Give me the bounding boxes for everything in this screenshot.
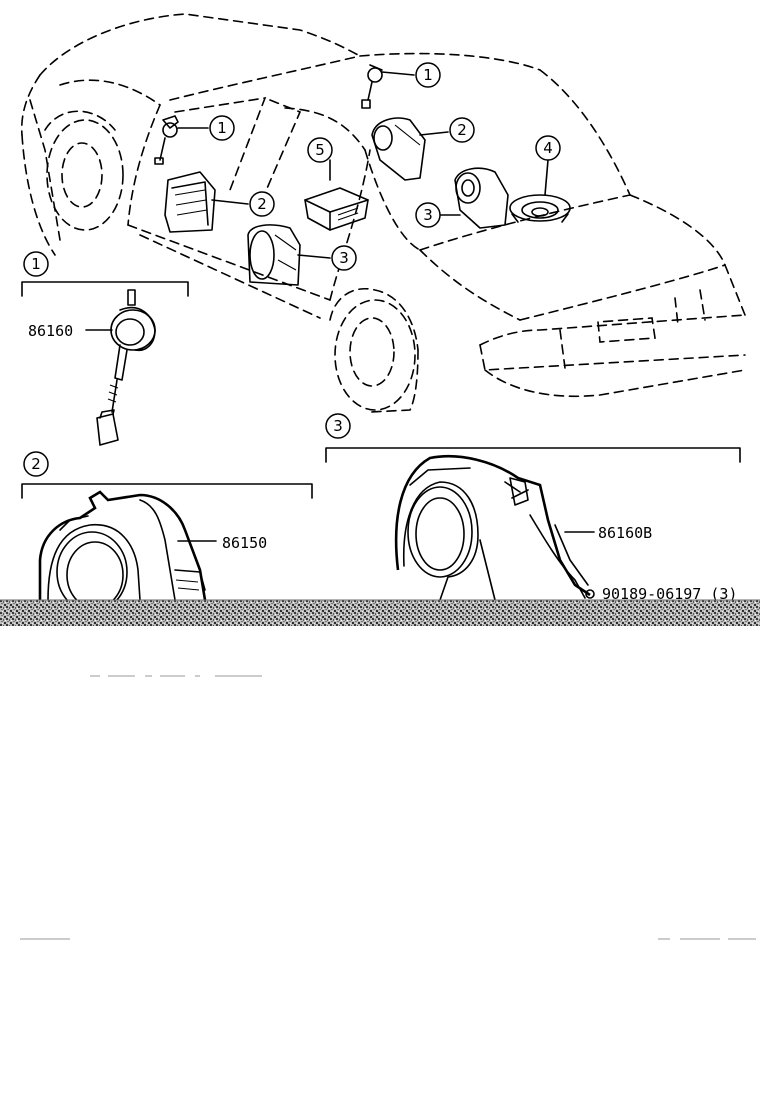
amplifier-sketch [304, 187, 369, 231]
callout-3-front: 3 [331, 245, 357, 271]
rear-pillar-speaker-sketch [371, 117, 426, 181]
detail-3: 3 86160B 90189-06197 (3) [325, 413, 741, 603]
woofer-sketch [509, 194, 571, 223]
scan-artifacts [20, 675, 756, 940]
detail-2: 2 86150 [21, 451, 313, 613]
callout-1-rear: 1 [415, 62, 441, 88]
svg-text:1: 1 [217, 119, 227, 137]
callout-3-rear: 3 [415, 202, 441, 228]
rear-door-speaker-sketch [247, 224, 301, 286]
tweeter-rear-sketch [361, 64, 383, 109]
svg-text:3: 3 [423, 206, 433, 224]
svg-text:86160B: 86160B [598, 524, 652, 542]
svg-text:2: 2 [457, 121, 467, 139]
rear-speaker-detail-sketch [394, 454, 591, 601]
front-speaker-detail-sketch [38, 490, 207, 613]
svg-text:86160: 86160 [28, 322, 73, 340]
callout-5: 5 [307, 137, 333, 163]
svg-text:90189-06197 (3): 90189-06197 (3) [602, 585, 737, 603]
svg-text:86150: 86150 [222, 534, 267, 552]
scan-noise-band [0, 599, 760, 626]
tweeter-front-sketch [154, 115, 179, 165]
svg-text:5: 5 [315, 141, 325, 159]
callout-4: 4 [535, 135, 561, 161]
component-sketches [154, 64, 571, 286]
svg-text:3: 3 [333, 417, 343, 435]
callout-2-rear: 2 [449, 117, 475, 143]
svg-text:1: 1 [423, 66, 433, 84]
callout-leaders [177, 71, 549, 259]
car-outline [20, 13, 746, 413]
rear-deck-speaker-sketch [454, 167, 509, 229]
detail-1: 1 86160 [21, 251, 189, 446]
callout-1-front: 1 [209, 115, 235, 141]
svg-text:2: 2 [31, 455, 41, 473]
svg-text:1: 1 [31, 255, 41, 273]
svg-text:4: 4 [543, 139, 553, 157]
callout-2-front: 2 [249, 191, 275, 217]
svg-text:2: 2 [257, 195, 267, 213]
svg-text:3: 3 [339, 249, 349, 267]
tweeter-detail-sketch [96, 289, 156, 446]
front-door-speaker-sketch [164, 171, 216, 233]
